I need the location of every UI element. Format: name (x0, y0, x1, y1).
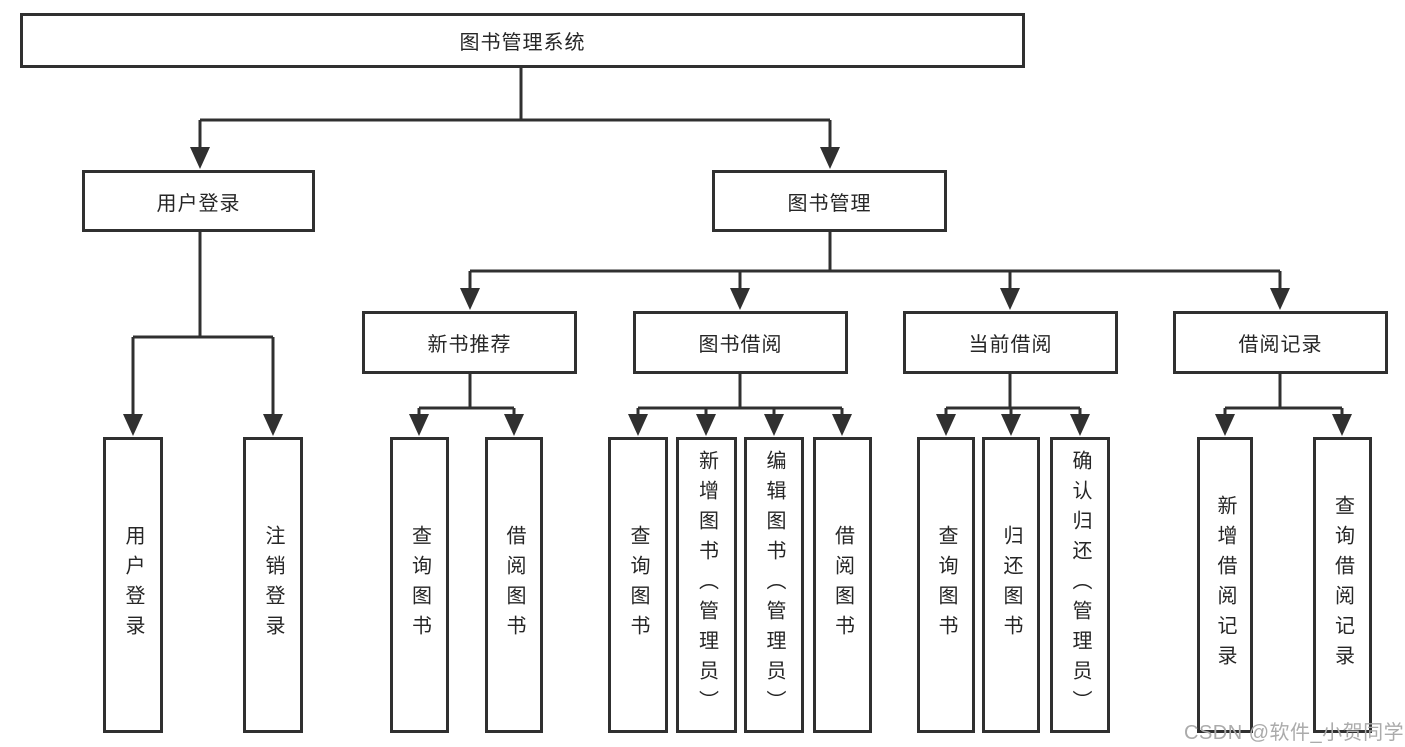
leaf-label: 编辑图书（管理员） (763, 450, 785, 720)
arrowhead (263, 414, 283, 436)
arrowhead (764, 414, 784, 436)
arrowhead (696, 414, 716, 436)
leaf-label: 查询图书 (627, 525, 649, 645)
leaf-add-borrow-record: 新增借阅记录 (1197, 437, 1253, 733)
leaf-label: 借阅图书 (831, 525, 854, 645)
leaf-edit-book-admin: 编辑图书（管理员） (744, 437, 804, 733)
leaf-return-book: 归还图书 (982, 437, 1040, 733)
arrowhead (1000, 288, 1020, 310)
arrowhead (832, 414, 852, 436)
arrowhead (820, 147, 840, 169)
node-label: 新书推荐 (427, 334, 512, 356)
node-book-borrowing: 图书借阅 (633, 311, 848, 374)
leaf-label: 查询借阅记录 (1331, 495, 1354, 675)
node-label: 用户登录 (156, 192, 241, 215)
connector-path (131, 68, 1344, 416)
leaf-label: 新增图书（管理员） (695, 450, 718, 720)
leaf-borrow-books-2: 借阅图书 (813, 437, 872, 733)
leaf-query-books-1: 查询图书 (390, 437, 449, 733)
leaf-label: 注销登录 (262, 525, 284, 645)
arrowhead (1070, 414, 1090, 436)
leaf-label: 归还图书 (1000, 525, 1022, 645)
csdn-watermark: CSDN @软件_小贺同学 (1184, 722, 1405, 744)
node-label: 借阅记录 (1238, 334, 1323, 356)
node-label: 图书借阅 (698, 334, 783, 356)
leaf-logout: 注销登录 (243, 437, 303, 733)
node-library-system: 图书管理系统 (20, 13, 1025, 68)
node-borrowing-records: 借阅记录 (1173, 311, 1388, 374)
leaf-label: 查询图书 (935, 525, 957, 645)
leaf-label: 查询图书 (408, 525, 431, 645)
arrowhead (123, 414, 143, 436)
leaf-query-books-3: 查询图书 (917, 437, 975, 733)
node-book-management: 图书管理 (712, 170, 947, 232)
leaf-label: 新增借阅记录 (1214, 495, 1236, 675)
leaf-label: 确认归还（管理员） (1069, 450, 1091, 720)
leaf-borrow-books-1: 借阅图书 (485, 437, 543, 733)
leaf-query-books-2: 查询图书 (608, 437, 668, 733)
arrowhead (190, 147, 210, 169)
node-current-borrowing: 当前借阅 (903, 311, 1118, 374)
arrowhead (460, 288, 480, 310)
leaf-label: 借阅图书 (503, 525, 525, 645)
arrowhead (628, 414, 648, 436)
node-label: 当前借阅 (968, 334, 1053, 356)
node-user-login-group: 用户登录 (82, 170, 315, 232)
arrowhead (936, 414, 956, 436)
leaf-add-book-admin: 新增图书（管理员） (676, 437, 737, 733)
node-new-book-recommend: 新书推荐 (362, 311, 577, 374)
node-label: 图书管理系统 (459, 32, 586, 54)
arrowhead (1001, 414, 1021, 436)
arrowhead (504, 414, 524, 436)
arrowhead (409, 414, 429, 436)
arrowhead (730, 288, 750, 310)
arrowhead (1332, 414, 1352, 436)
leaf-user-login: 用户登录 (103, 437, 163, 733)
leaf-confirm-return-admin: 确认归还（管理员） (1050, 437, 1110, 733)
arrowhead (1270, 288, 1290, 310)
node-label: 图书管理 (787, 192, 872, 215)
leaf-label: 用户登录 (122, 525, 144, 645)
arrowhead (1215, 414, 1235, 436)
leaf-query-borrow-record: 查询借阅记录 (1313, 437, 1372, 733)
